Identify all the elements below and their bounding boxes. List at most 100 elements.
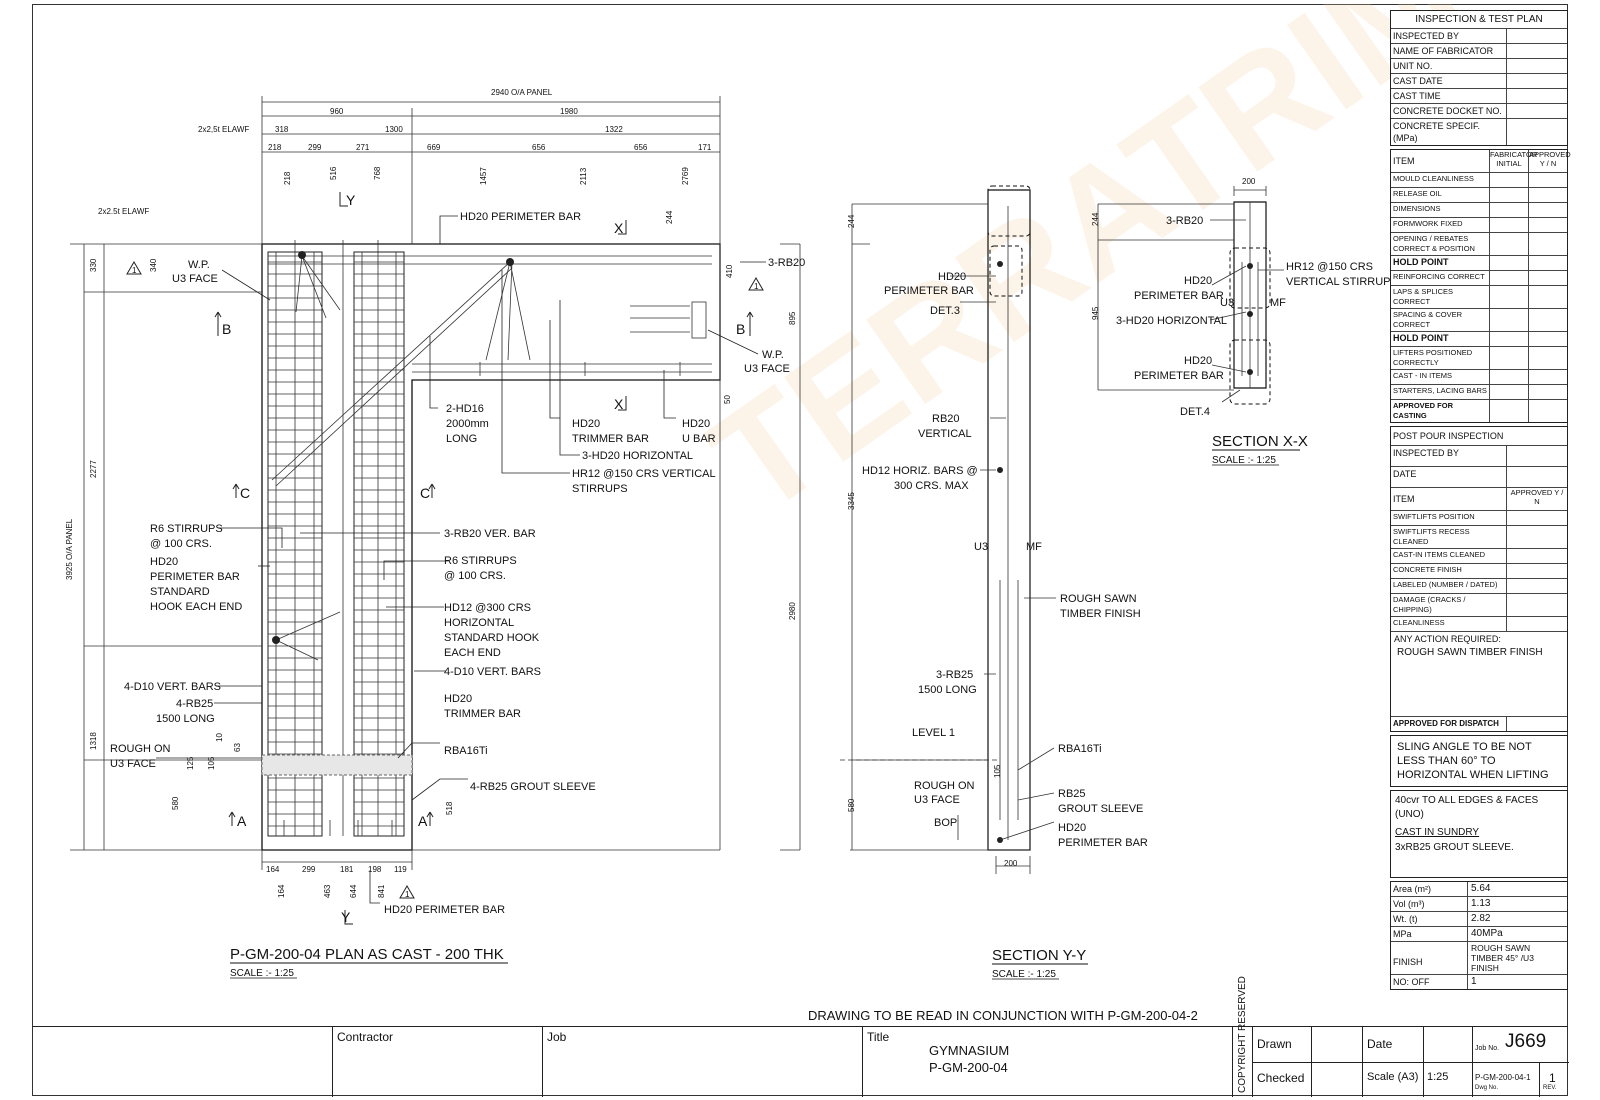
xx-hd20b-2: PERIMETER BAR: [1134, 370, 1224, 382]
itp-item: LAPS & SPLICES CORRECT: [1391, 285, 1567, 308]
itp-item-label: LIFTERS POSITIONED CORRECTLY: [1393, 348, 1473, 367]
itp-row-value[interactable]: [1506, 89, 1567, 103]
tb-dwg-no-label: Dwg No.: [1475, 1085, 1499, 1091]
label-ubar-1: HD20: [682, 418, 710, 430]
itp-item-appr[interactable]: [1528, 370, 1567, 384]
itp-item-fab[interactable]: [1489, 370, 1528, 384]
approved-dispatch-value[interactable]: [1506, 717, 1567, 731]
itp-item-fab[interactable]: [1489, 203, 1528, 217]
sundry-title: CAST IN SUNDRY: [1395, 827, 1480, 838]
itp-item-appr[interactable]: [1528, 256, 1567, 270]
tb-drawn: Drawn: [1257, 1037, 1292, 1051]
post-pour-row-value[interactable]: [1506, 467, 1567, 487]
post-pour-item-value[interactable]: [1506, 549, 1567, 563]
drawing-canvas: TERRATRIM: [32, 4, 1568, 1096]
itp-item-appr[interactable]: [1528, 309, 1567, 331]
tb-scale-value: 1:25: [1427, 1071, 1449, 1083]
section-xx-scale: SCALE :- 1:25: [1212, 455, 1276, 466]
post-pour-item: CONCRETE FINISH: [1391, 563, 1567, 578]
itp-item-appr[interactable]: [1528, 233, 1567, 255]
post-pour-item: SWIFTLIFTS RECESS CLEANED: [1391, 525, 1567, 548]
post-pour-item: DAMAGE (CRACKS / CHIPPING): [1391, 593, 1567, 616]
itp-item-appr[interactable]: [1528, 173, 1567, 187]
itp-item-appr[interactable]: [1528, 332, 1567, 346]
post-pour-row-value[interactable]: [1506, 446, 1567, 466]
itp-item-appr[interactable]: [1528, 271, 1567, 285]
itp-item-appr[interactable]: [1528, 347, 1567, 369]
itp-item-appr[interactable]: [1528, 385, 1567, 399]
post-pour-item-value[interactable]: [1506, 594, 1567, 616]
itp-row-value[interactable]: [1506, 29, 1567, 43]
dim-669: 669: [427, 143, 441, 152]
post-pour-item-value[interactable]: [1506, 564, 1567, 578]
dim-271: 271: [356, 143, 370, 152]
dim-b644: 644: [349, 884, 358, 898]
itp-row-value[interactable]: [1506, 59, 1567, 73]
label-trimmer-1: HD20: [572, 418, 600, 430]
yy-hd20b-1: HD20: [1058, 822, 1086, 834]
tb-job-no: J669: [1505, 1031, 1547, 1052]
plan-title: P-GM-200-04 PLAN AS CAST - 200 THK: [230, 946, 504, 963]
itp-item-fab[interactable]: [1489, 385, 1528, 399]
itp-item-label: MOULD CLEANLINESS: [1393, 174, 1474, 183]
itp-item-appr[interactable]: [1528, 203, 1567, 217]
itp-item-fab[interactable]: [1489, 173, 1528, 187]
dim-v516: 516: [329, 166, 338, 180]
itp-item-fab[interactable]: [1489, 188, 1528, 202]
itp-item-appr[interactable]: [1528, 286, 1567, 308]
approved-dispatch-row: APPROVED FOR DISPATCH: [1391, 716, 1567, 731]
yy-rb25-1: 3-RB25: [936, 669, 973, 681]
itp-item-fab[interactable]: [1489, 347, 1528, 369]
itp-item-label: REINFORCING CORRECT: [1393, 272, 1485, 281]
itp-item-fab[interactable]: [1489, 218, 1528, 232]
itp-item-fab[interactable]: [1489, 256, 1528, 270]
itp-row: NAME OF FABRICATOR: [1391, 43, 1567, 58]
itp-item-fab[interactable]: [1489, 233, 1528, 255]
itp-item-label: RELEASE OIL: [1393, 189, 1442, 198]
post-pour-item-value[interactable]: [1506, 617, 1567, 631]
tb-copyright: COPYRIGHT RESERVED: [1232, 976, 1253, 1097]
label-wp-left-2: U3 FACE: [172, 273, 218, 285]
itp-item-fab[interactable]: [1489, 309, 1528, 331]
post-pour-item-label: CONCRETE FINISH: [1393, 565, 1462, 574]
xx-hr12-2: VERTICAL STIRRUPS: [1286, 276, 1398, 288]
drawing-frame: TERRATRIM: [32, 4, 1568, 1096]
yy-rb20-2: VERTICAL: [918, 428, 972, 440]
dim-h330: 330: [89, 258, 98, 272]
label-rb25-2: 1500 LONG: [156, 713, 215, 725]
label-hd20p-2: PERIMETER BAR: [150, 571, 240, 583]
post-pour-item-value[interactable]: [1506, 526, 1567, 548]
itp-item-fab[interactable]: [1489, 332, 1528, 346]
itp-item-fab[interactable]: [1489, 271, 1528, 285]
dim-656a: 656: [532, 143, 546, 152]
itp-item: OPENING / REBATES CORRECT & POSITION: [1391, 232, 1567, 255]
itp-item-label: HOLD POINT: [1393, 333, 1449, 343]
yy-dim-580: 580: [847, 798, 856, 812]
itp-row-value[interactable]: [1506, 119, 1567, 145]
itp-row-value[interactable]: [1506, 44, 1567, 58]
tb-rev-label: REV.: [1543, 1085, 1557, 1091]
post-pour-item-value[interactable]: [1506, 579, 1567, 593]
post-pour-title: POST POUR INSPECTION: [1393, 431, 1504, 441]
itp-item-appr[interactable]: [1528, 400, 1567, 422]
marker-b-left: B: [222, 321, 231, 337]
itp-item: MOULD CLEANLINESS: [1391, 172, 1567, 187]
itp-item-fab[interactable]: [1489, 286, 1528, 308]
post-pour-item-value[interactable]: [1506, 511, 1567, 525]
itp-item-label: APPROVED FOR CASTING: [1393, 401, 1454, 420]
itp-row-value[interactable]: [1506, 74, 1567, 88]
label-wp-right-1: W.P.: [762, 349, 784, 361]
itp-item-appr[interactable]: [1528, 188, 1567, 202]
itp-row-value[interactable]: [1506, 104, 1567, 118]
prop-key: FINISH: [1393, 957, 1423, 967]
itp-item-appr[interactable]: [1528, 218, 1567, 232]
label-rough-2: U3 FACE: [110, 758, 156, 770]
conjunction-note: DRAWING TO BE READ IN CONJUNCTION WITH P…: [808, 1008, 1198, 1023]
itp-row: CAST TIME: [1391, 88, 1567, 103]
tb-contractor-label: Contractor: [337, 1030, 394, 1044]
yy-rb25g-1: RB25: [1058, 788, 1086, 800]
yy-rough-2: TIMBER FINISH: [1060, 608, 1141, 620]
itp-item-fab[interactable]: [1489, 400, 1528, 422]
